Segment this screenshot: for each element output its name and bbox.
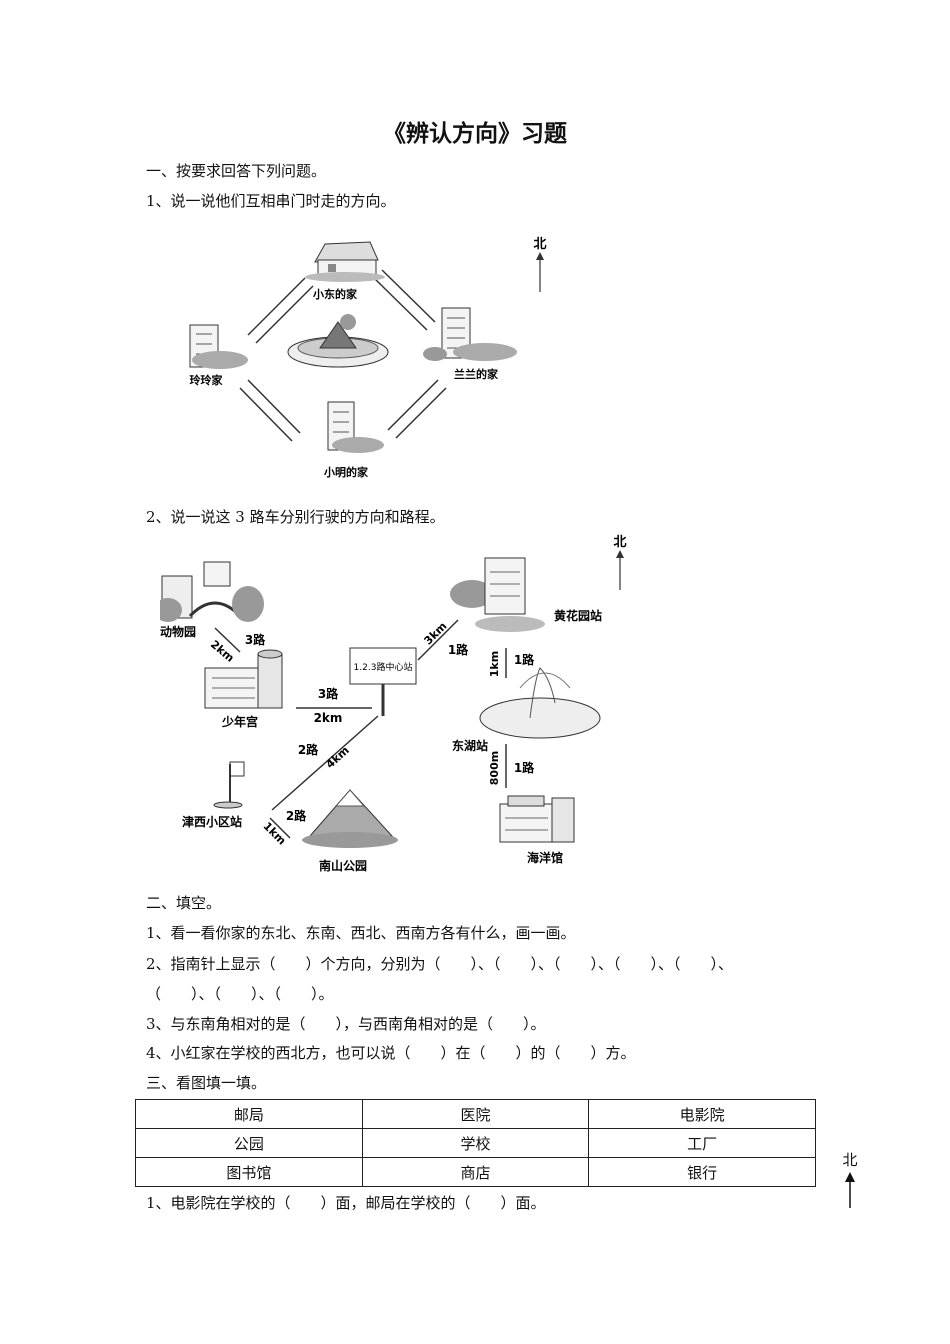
- route-label: 2路: [286, 808, 307, 823]
- map2-north-label: 北: [613, 535, 626, 550]
- route-label: 1路: [514, 652, 535, 667]
- table-cell: 工厂: [588, 1128, 816, 1158]
- distance-label: 4km: [323, 744, 351, 771]
- road-line: [269, 817, 291, 839]
- route-label: 2路: [298, 742, 319, 757]
- distance-label: 1km: [261, 820, 289, 848]
- lake-icon: [479, 667, 601, 739]
- table-cell: 邮局: [135, 1099, 363, 1129]
- table-row: 图书馆 商店 银行: [135, 1157, 816, 1187]
- table-cell: 图书馆: [135, 1157, 363, 1187]
- lanlan-building-icon: [423, 307, 517, 361]
- xiaodong-house-icon: [305, 241, 385, 282]
- route-label: 1路: [514, 760, 535, 775]
- jinxi-label: 津西小区站: [182, 814, 242, 829]
- question-1-2: 2、说一说这 3 路车分别行驶的方向和路程。: [146, 508, 445, 526]
- section1-heading: 一、按要求回答下列问题。: [146, 162, 327, 180]
- nanshan-label: 南山公园: [319, 858, 367, 873]
- road-lines: [239, 269, 447, 442]
- question-2-1: 1、看一看你家的东北、东南、西北、西南方各有什么，画一画。: [146, 924, 576, 942]
- table-cell: 医院: [361, 1099, 590, 1129]
- distance-label: 2km: [208, 638, 237, 665]
- nanshan-park-icon: [302, 789, 398, 848]
- huanghuayuan-icon: [450, 557, 545, 632]
- ocean-hall-icon: [499, 795, 575, 843]
- distance-label: 800m: [488, 751, 501, 785]
- section3-heading: 三、看图填一填。: [146, 1074, 267, 1092]
- table-cell: 电影院: [588, 1099, 816, 1129]
- map1-north-label: 北: [533, 237, 546, 252]
- table-row: 邮局 医院 电影院: [135, 1099, 816, 1129]
- question-2-3: 3、与东南角相对的是（ ），与西南角相对的是（ ）。: [146, 1015, 546, 1033]
- table-cell: 公园: [135, 1128, 363, 1158]
- lanlan-home-label: 兰兰的家: [454, 367, 499, 381]
- question-2-4: 4、小红家在学校的西北方，也可以说（ ）在（ ）的（ ）方。: [146, 1044, 636, 1062]
- road-line: [214, 627, 241, 653]
- question-2-2-continued: （ ）、（ ）、（ ）。: [146, 985, 334, 1003]
- lingling-building-icon: [189, 324, 248, 369]
- xiaodong-home-label: 小东的家: [312, 287, 358, 301]
- donghu-label: 东湖站: [452, 738, 488, 753]
- xiaoming-home-label: 小明的家: [323, 465, 369, 479]
- youth-palace-label: 少年宫: [221, 714, 258, 729]
- question-3-1: 1、电影院在学校的（ ）面，邮局在学校的（ ）面。: [146, 1194, 546, 1212]
- jinxi-station-icon: [213, 761, 245, 809]
- lingling-home-label: 玲玲家: [190, 373, 224, 387]
- page-title: 《辨认方向》习题: [383, 120, 567, 147]
- map-homes-figure: 北 小东的家 玲玲家 兰兰的家 小明的家: [189, 237, 547, 479]
- location-grid-table: 邮局 医院 电影院 公园 学校 工厂 图书馆 商店 银行: [135, 1099, 816, 1187]
- route-label: 1路: [448, 642, 469, 657]
- zoo-icon: [160, 561, 264, 622]
- table-north-label: 北: [842, 1151, 858, 1169]
- section2-heading: 二、填空。: [146, 894, 222, 912]
- route-label: 3路: [318, 686, 339, 701]
- ocean-hall-label: 海洋馆: [527, 850, 563, 865]
- road-line: [271, 715, 379, 811]
- table-row: 公园 学校 工厂: [135, 1128, 816, 1158]
- distance-label: 1km: [488, 651, 501, 677]
- question-2-2: 2、指南针上显示（ ）个方向，分别为（ ）、（ ）、（ ）、（ ）、（ ）、: [146, 955, 734, 973]
- table-cell: 学校: [361, 1128, 590, 1158]
- road-line: [417, 619, 459, 661]
- huanghuayuan-label: 黄花园站: [554, 608, 602, 623]
- youth-palace-icon: [204, 649, 283, 709]
- north-arrow-icon: [845, 1172, 855, 1208]
- xiaoming-building-icon: [327, 401, 384, 453]
- question-1-1: 1、说一说他们互相串门时走的方向。: [146, 192, 396, 210]
- table-cell: 银行: [588, 1157, 816, 1187]
- fountain-icon: [287, 314, 389, 368]
- map-bus-routes-figure: 北 动物园 3路 2km 少年宫 3路 2km 1.2.3路中心站 3km 1路…: [160, 535, 627, 873]
- distance-label: 2km: [314, 711, 343, 725]
- route-label: 3路: [245, 632, 266, 647]
- center-station-label: 1.2.3路中心站: [354, 661, 413, 673]
- center-station-sign: [349, 647, 417, 685]
- table-cell: 商店: [361, 1157, 590, 1187]
- zoo-label: 动物园: [160, 624, 196, 639]
